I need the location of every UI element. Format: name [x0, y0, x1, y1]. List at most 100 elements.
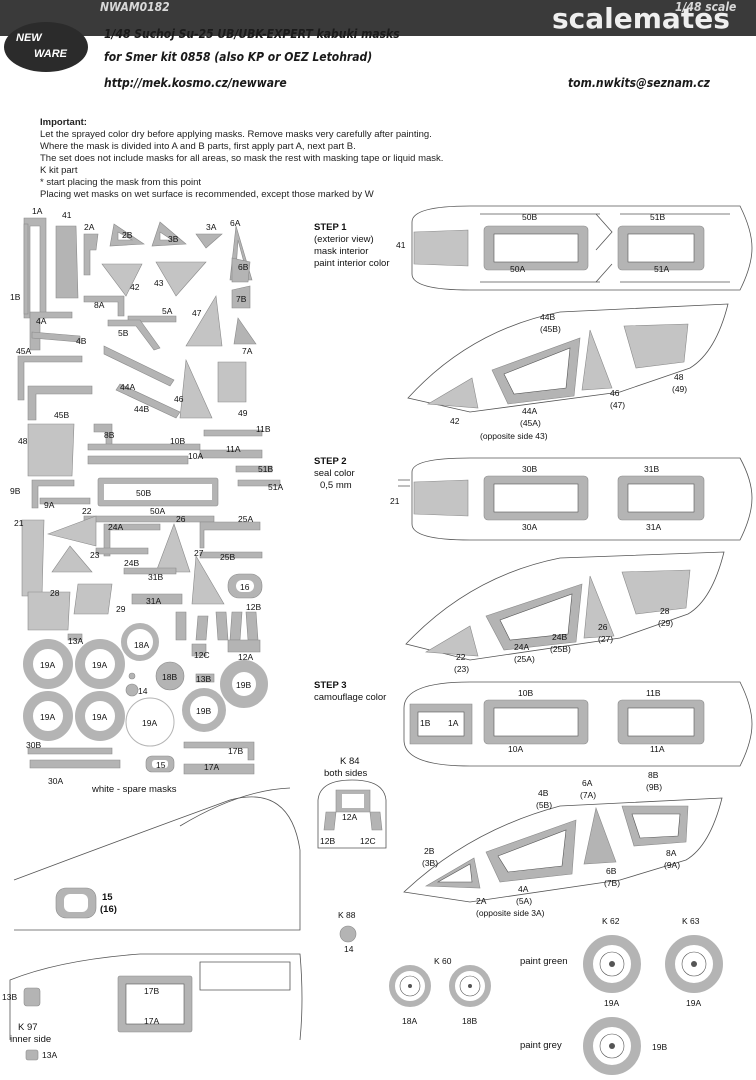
sheet-label: 41 [62, 210, 72, 220]
sheet-label: 4B [76, 336, 87, 346]
sheet-label: 44A [120, 382, 136, 392]
step-label: 10B [518, 688, 534, 698]
k84-label: 12B [320, 836, 336, 846]
website-link[interactable]: http://mek.kosmo.cz/newware [104, 76, 287, 90]
mask-44A [103, 345, 175, 387]
k84-part [317, 779, 387, 849]
sheet-label: 7A [242, 346, 253, 356]
sheet-label: 19A [40, 712, 56, 722]
grey-wheel [583, 1017, 641, 1075]
kit-title: 1/48 Suchoj Su-25 UB/UBK-EXPERT kabuki m… [104, 27, 400, 41]
mask-12B-left [175, 611, 187, 641]
mask-3B [151, 221, 187, 247]
step2-canopy [398, 457, 753, 541]
side-label: (27) [598, 634, 614, 644]
step-label: 21 [390, 496, 400, 506]
side-label: (49) [672, 384, 688, 394]
header-bar [0, 0, 756, 36]
sheet-label: 11B [256, 424, 271, 434]
step-label: 11B [646, 688, 661, 698]
side-label: (25A) [514, 654, 535, 664]
sheet-label: 11A [226, 444, 241, 454]
side-profile-canopy [13, 787, 301, 931]
sheet-label: 23 [90, 550, 100, 560]
k63-title: K 63 [682, 916, 700, 926]
mask-21 [21, 519, 45, 597]
mask-31B [123, 567, 177, 575]
step3-side-canopy [403, 797, 723, 903]
k60-wheels [389, 965, 491, 1007]
mask-7B [231, 285, 251, 309]
brand-watermark: scalemates [552, 2, 730, 35]
k62-title: K 62 [602, 916, 620, 926]
step-line: (exterior view) [314, 234, 374, 245]
sheet-label: 24B [124, 558, 140, 568]
sheet-label: 14 [138, 686, 148, 696]
mask-1A [23, 217, 47, 319]
sheet-label: 13B [196, 674, 212, 684]
mask-22 [46, 515, 97, 547]
instructions-heading: Important: [40, 117, 87, 128]
scale-label: 1/48 scale [675, 0, 737, 14]
mask-30A [29, 759, 121, 769]
mask-1B [23, 223, 29, 315]
mask-13B [195, 673, 215, 683]
side-label: (47) [610, 400, 626, 410]
mask-10A [87, 455, 189, 465]
side-label: 6B [606, 866, 617, 876]
mask-25A [199, 521, 261, 549]
mask-19A [75, 639, 125, 689]
side-label: 6A [582, 778, 593, 788]
side-label: 26 [598, 622, 608, 632]
mask-45A [17, 355, 83, 401]
sheet-label: 31B [148, 572, 164, 582]
mask-26 [155, 523, 191, 573]
sheet-label: 30A [48, 776, 64, 786]
step-label: 30A [522, 522, 538, 532]
sheet-label: 27 [194, 548, 204, 558]
mask-12-set [195, 611, 259, 641]
step-line: mask interior [314, 246, 369, 257]
sheet-label: 18B [162, 672, 178, 682]
side-label: 44A [522, 406, 538, 416]
mask-23 [51, 545, 93, 573]
side-label: 46 [610, 388, 620, 398]
email-link[interactable]: tom.nwkits@seznam.cz [568, 76, 710, 90]
mask-47 [185, 295, 223, 347]
sheet-label: 29 [116, 604, 126, 614]
newware-logo: NEW WARE [4, 22, 88, 72]
sheet-label: 49 [238, 408, 248, 418]
side-label: 44B [540, 312, 556, 322]
sheet-label: 13A [68, 636, 84, 646]
grey-paint: paint grey [520, 1040, 562, 1051]
mask-14b [128, 672, 136, 680]
side-label: (29) [658, 618, 674, 628]
mask-18A [121, 623, 159, 661]
sheet-label: 51A [268, 482, 284, 492]
mask-49 [217, 361, 247, 403]
step-title: STEP 1 [314, 222, 347, 233]
mask-18B [155, 661, 185, 691]
mask-8A [83, 295, 125, 317]
mask-sheet [17, 217, 281, 775]
side-label: (45B) [540, 324, 561, 334]
mask-19B [220, 660, 268, 708]
sheet-label: 16 [240, 582, 250, 592]
sheet-label: 4A [36, 316, 47, 326]
k88-label: 14 [344, 944, 354, 954]
mask-45B [27, 385, 93, 421]
product-code: NWAM0182 [100, 0, 170, 14]
sheet-label: 9A [44, 500, 55, 510]
sheet-label: 25A [238, 514, 254, 524]
k97-label: 13A [42, 1050, 58, 1060]
fuselage-lower [9, 953, 303, 1061]
mask-2B [109, 223, 145, 247]
mask-6B [231, 257, 251, 283]
side-label: 48 [674, 372, 684, 382]
mask-28 [27, 591, 71, 631]
mask-51B [235, 465, 273, 473]
k62-label: 19A [604, 998, 620, 1008]
side-label: 4A [518, 884, 529, 894]
sheet-label: 28 [50, 588, 60, 598]
k84-title: K 84 [340, 756, 360, 767]
